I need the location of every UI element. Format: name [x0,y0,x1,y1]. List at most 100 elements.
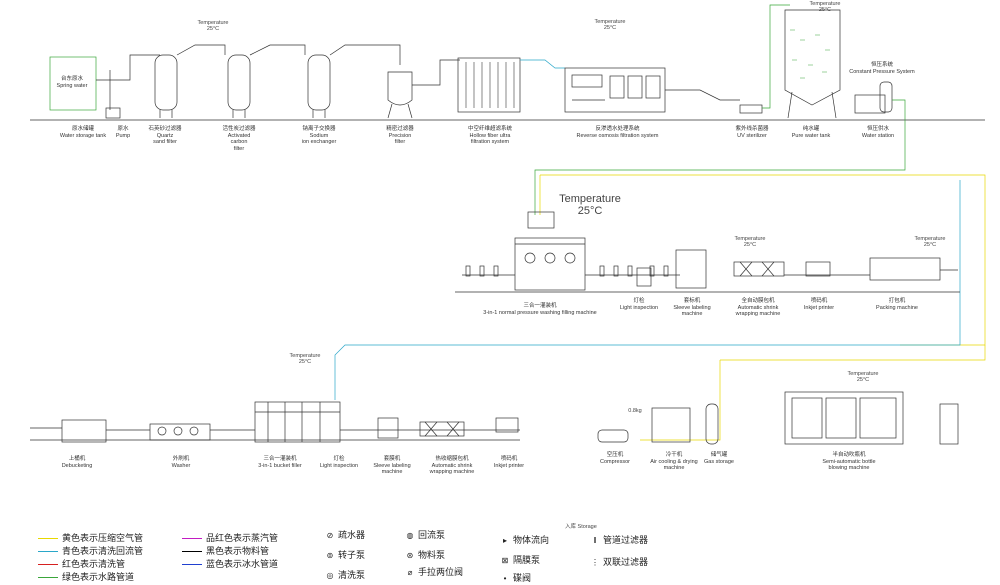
legend-symbol-item: ◎清洗泵 [326,570,366,580]
station-label: 紫外线杀菌器 UV sterilizer [735,126,769,139]
legend-line-item: 黑色表示物料管 [182,546,269,556]
line-swatch-icon [182,564,202,566]
line-swatch-icon [38,538,58,540]
station-label: 恒压供水 Water station [861,126,895,139]
station-label: 半自动吹瓶机 Semi-automatic bottle blowing mac… [822,452,876,471]
water-station [854,94,886,114]
legend-symbol-item: ⊠隔膜泵 [501,555,541,565]
air-dryer [651,407,691,443]
rotor-pump-icon: ⊚ [326,551,334,560]
hollow-fiber-uf-system [457,57,521,113]
station-label: 纯水罐 Pure water tank [791,126,831,139]
pipe-row1-g [520,59,565,69]
quartz-sand-filter [154,54,178,111]
activated-carbon-filter [227,54,251,111]
legend-line-item: 绿色表示水路管道 [38,572,134,582]
gas-storage-tank [705,403,719,445]
line-swatch-icon [182,551,202,553]
station-label: 上桶机 Debucketing [61,456,93,469]
pipe-row1-d [249,44,306,56]
station-label: 套标机 Sleeve labeling machine [673,298,711,317]
line-swatch-icon [38,577,58,579]
blowing-machine [784,391,904,445]
material-pump-icon: ⊛ [406,551,414,560]
line-swatch-icon [38,564,58,566]
bucket-shrink-wrapper [419,421,465,437]
storage-label: 入库 Storage [565,524,597,530]
station-label: 热收缩膜包机 Automatic shrink wrapping machine [429,456,475,475]
station-label: 中空纤维超滤系统 Hollow fiber ultra filtration s… [467,126,512,145]
station-label: 钠离子交换器 Sodium ion exchanger [301,126,337,145]
filler-dosing-head [527,211,555,229]
station-label: 台东原水 Spring water [56,76,88,89]
debucketing-machine [61,419,107,443]
station-label: 喷码机 Inkjet printer [803,298,835,311]
legend-line-item: 红色表示清洗管 [38,559,125,569]
station-label: 打包机 Packing machine [876,298,918,311]
air-compressor [597,429,629,443]
station-label: 精密过滤器 Precision filter [386,126,414,145]
sleeve-labeling-machine [675,249,707,289]
legend-symbol-item: •碟阀 [500,573,531,584]
station-label: 喷码机 Inkjet printer [493,456,525,469]
legend-symbol-item: ⋮双联过滤器 [591,557,649,567]
pipe-filter-icon: ‖ [593,536,597,545]
line-swatch-icon [182,538,202,540]
diaphragm-pump-icon: ⊠ [501,556,509,565]
pipe-row1-e [329,44,401,65]
trap-icon: ⊘ [326,531,334,540]
bucket-filler-3in1 [254,401,341,443]
station-label: 外刷机 Washer [171,456,191,469]
hand-valve-icon: ⌀ [407,568,413,577]
legend-line-item: 品红色表示蒸汽管 [182,533,278,543]
station-label: 灯检 Light inspection [619,298,659,311]
legend-symbol-item: ▸物体流向 [500,535,549,546]
legend-symbol-item: ‖管道过滤器 [590,535,648,546]
inkjet-printer-row3 [495,417,519,433]
shrink-wrapping-machine [733,261,785,277]
uv-sterilizer [739,104,763,114]
pipe-row1-i [762,4,790,109]
light-inspection-station [636,267,652,287]
flow-arrow-icon: ▸ [502,536,507,545]
line-swatch-icon [38,551,58,553]
station-label: 灯检 Light inspection [319,456,359,469]
station-label: 反渗透水处理系统 Reverse osmosis filtration syst… [576,126,659,139]
blowing-control-cabinet [939,403,959,445]
sodium-ion-exchanger [307,54,331,111]
water-pipe-a [534,120,906,215]
legend-symbol-item: ⊛物料泵 [406,550,446,560]
pipe-row1-h [665,89,740,101]
cleaning-pump-icon: ◎ [326,571,334,580]
return-pump-icon: ◍ [406,531,414,540]
bucket-washer [149,423,211,441]
raw-water-pump [105,107,121,119]
duplex-filter-icon: ⋮ [591,558,599,567]
station-label: 石英砂过滤器 Quartz sand filter [148,126,182,145]
pipe-row1-f [412,59,460,86]
station-label: 原水 Pump [115,126,131,139]
filling-machine-3in1 [514,237,586,291]
pipe-row1-c [176,44,226,56]
legend-line-item: 蓝色表示冰水管道 [182,559,278,569]
bucket-sleeve-machine [377,417,399,439]
bottles-row2 [465,265,669,277]
inkjet-printer-row2 [805,261,831,277]
pure-water-tank [784,9,841,106]
legend-symbol-item: ⊚转子泵 [326,550,366,560]
ro-system [564,67,666,113]
station-label: 三合一灌装机 3-in-1 bucket filler [258,456,302,469]
legend-symbol-item: ⌀手拉两位阀 [405,567,463,578]
station-label: 全自动膜包机 Automatic shrink wrapping machine [735,298,781,317]
station-label: 储气罐 Gas storage [704,452,734,465]
precision-filter [387,71,413,106]
